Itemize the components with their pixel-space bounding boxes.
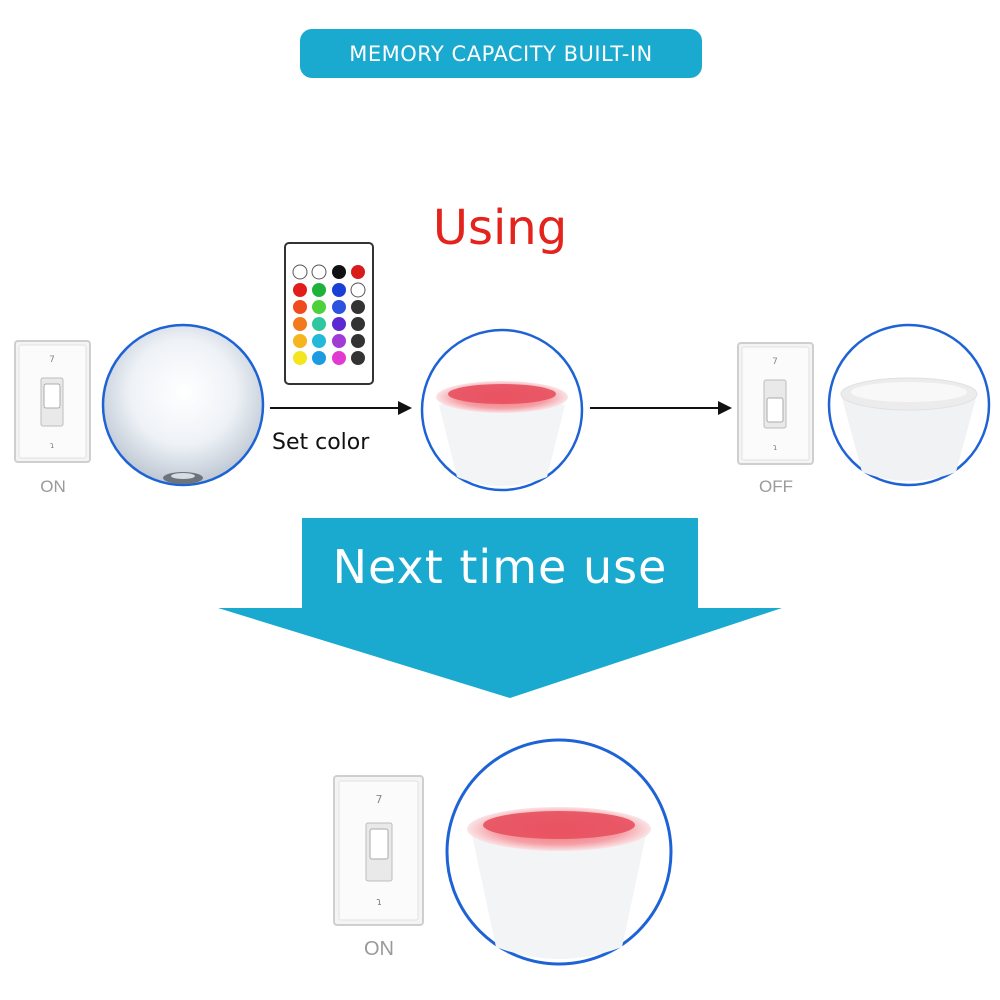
using-title: Using bbox=[432, 200, 568, 256]
light-switch-off-icon: 7 ɿ bbox=[737, 342, 814, 465]
light-switch-on-icon: 7 ɿ bbox=[14, 340, 91, 463]
memory-badge-label: MEMORY CAPACITY BUILT-IN bbox=[349, 41, 653, 66]
white-bulb-icon bbox=[101, 323, 265, 487]
svg-text:ɿ: ɿ bbox=[773, 443, 778, 453]
svg-text:7: 7 bbox=[376, 793, 383, 806]
switch-off-label: OFF bbox=[759, 477, 793, 496]
svg-text:ɿ: ɿ bbox=[376, 895, 382, 908]
memory-badge: MEMORY CAPACITY BUILT-IN bbox=[300, 29, 702, 78]
off-bulb-icon bbox=[827, 323, 991, 487]
svg-text:ɿ: ɿ bbox=[50, 441, 55, 451]
set-color-label: Set color bbox=[272, 430, 370, 455]
svg-text:7: 7 bbox=[772, 357, 778, 367]
arrow-right-icon bbox=[590, 401, 732, 415]
light-switch-on-icon: 7 ɿ bbox=[333, 775, 424, 926]
down-arrow-icon bbox=[218, 518, 782, 698]
red-bulb-icon bbox=[445, 738, 673, 966]
svg-text:7: 7 bbox=[49, 355, 55, 365]
red-bulb-icon bbox=[420, 328, 584, 492]
remote-control-icon bbox=[284, 242, 374, 385]
switch-on-label: ON bbox=[364, 938, 394, 960]
switch-on-label: ON bbox=[40, 477, 66, 496]
next-time-label: Next time use bbox=[332, 540, 668, 594]
arrow-right-icon bbox=[270, 401, 412, 415]
